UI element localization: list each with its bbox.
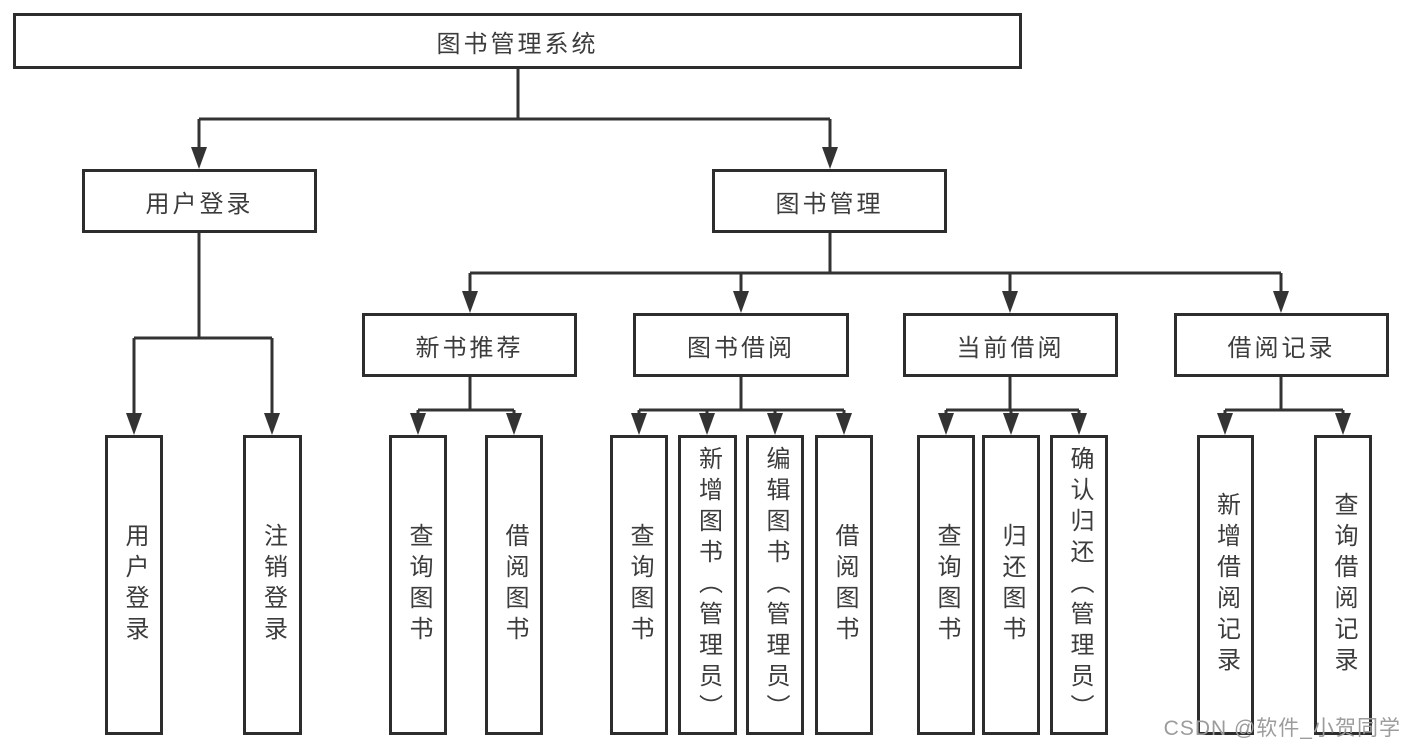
- leaf-edit-books-admin-label: 编辑图书（管理员）: [762, 445, 789, 725]
- leaf-borrow-search-books: 查询图书: [610, 435, 668, 735]
- leaf-borrow-books: 借阅图书: [815, 435, 873, 735]
- leaf-current-search-books: 查询图书: [917, 435, 975, 735]
- leaf-recommend-borrow-books: 借阅图书: [485, 435, 543, 735]
- leaf-return-books: 归还图书: [982, 435, 1040, 735]
- leaf-current-search-books-label: 查询图书: [933, 523, 960, 647]
- leaf-search-borrow-record-label: 查询借阅记录: [1330, 492, 1357, 678]
- leaf-recommend-search-books: 查询图书: [389, 435, 447, 735]
- leaf-confirm-return-admin-label: 确认归还（管理员）: [1066, 445, 1093, 725]
- node-borrow-records-label: 借阅记录: [1227, 334, 1336, 362]
- leaf-add-borrow-record-label: 新增借阅记录: [1212, 492, 1240, 678]
- leaf-return-books-label: 归还图书: [998, 523, 1025, 647]
- leaf-borrow-books-label: 借阅图书: [831, 523, 858, 647]
- node-current-borrow: 当前借阅: [903, 313, 1118, 377]
- leaf-add-books-admin: 新增图书（管理员）: [678, 435, 737, 735]
- leaf-search-borrow-record: 查询借阅记录: [1314, 435, 1372, 735]
- node-borrow-records: 借阅记录: [1174, 313, 1389, 377]
- node-book-borrow-label: 图书借阅: [687, 334, 795, 362]
- node-current-borrow-label: 当前借阅: [956, 334, 1065, 362]
- node-user-login: 用户登录: [82, 169, 317, 233]
- node-user-login-label: 用户登录: [145, 190, 254, 218]
- node-book-management: 图书管理: [712, 169, 947, 233]
- leaf-confirm-return-admin: 确认归还（管理员）: [1050, 435, 1108, 735]
- leaf-add-borrow-record: 新增借阅记录: [1197, 435, 1254, 735]
- connector-stems: [132, 69, 1345, 419]
- node-new-book-recommend: 新书推荐: [362, 313, 577, 377]
- leaf-logout: 注销登录: [243, 435, 302, 735]
- leaf-recommend-search-books-label: 查询图书: [405, 523, 432, 647]
- arrowhead-icons: [126, 147, 1351, 435]
- leaf-user-login-label: 用户登录: [121, 523, 148, 647]
- leaf-edit-books-admin: 编辑图书（管理员）: [746, 435, 804, 735]
- node-root-label: 图书管理系统: [436, 30, 599, 58]
- node-new-book-recommend-label: 新书推荐: [415, 334, 524, 362]
- leaf-add-books-admin-label: 新增图书（管理员）: [694, 445, 722, 725]
- csdn-watermark: CSDN @软件_小贺同学: [1163, 717, 1401, 740]
- node-root-system: 图书管理系统: [13, 13, 1022, 69]
- leaf-logout-label: 注销登录: [259, 523, 287, 647]
- leaf-borrow-search-books-label: 查询图书: [626, 523, 653, 647]
- leaf-recommend-borrow-books-label: 借阅图书: [501, 523, 528, 647]
- node-book-borrow: 图书借阅: [633, 313, 849, 377]
- node-book-management-label: 图书管理: [775, 190, 884, 218]
- leaf-user-login: 用户登录: [105, 435, 163, 735]
